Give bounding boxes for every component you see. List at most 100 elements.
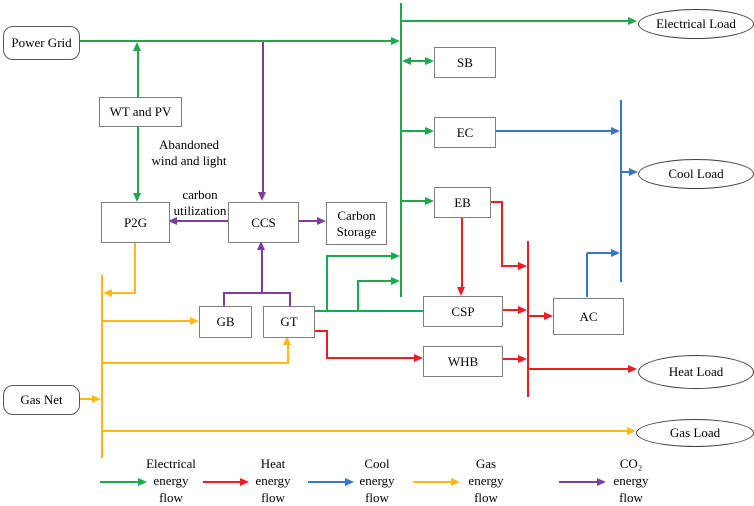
gas-net-to-bus-line xyxy=(78,398,94,400)
electrical-bus-line xyxy=(400,3,402,297)
node-power-grid: Power Grid xyxy=(3,26,80,60)
bus-to-gt-riser xyxy=(287,344,289,364)
legend-co2-arrowhead xyxy=(597,478,606,486)
node-heat-load: Heat Load xyxy=(638,355,754,389)
bus-to-heat-load-arrowhead xyxy=(628,365,637,373)
gt-to-bus-line-1 xyxy=(327,255,392,257)
power-grid-to-bus-line xyxy=(78,40,392,42)
gas-net-to-bus-arrowhead xyxy=(92,395,101,403)
eb-to-bus-arrowhead xyxy=(518,262,527,270)
node-ac: AC xyxy=(553,298,624,335)
wtpv-to-p2g-line xyxy=(137,125,139,194)
grid-line-to-ccs-arrowhead xyxy=(258,192,266,201)
bus-to-cool-load-arrowhead xyxy=(629,168,638,176)
ec-to-bus-arrowhead xyxy=(611,127,620,135)
gt-to-bus-arrowhead-2 xyxy=(391,277,400,285)
node-ccs: CCS xyxy=(228,202,299,243)
abandoned-wind-light-label: Abandoned wind and light xyxy=(151,137,227,168)
bus-to-eb-arrowhead xyxy=(425,197,434,205)
eb-out-line xyxy=(489,201,503,203)
legend-heat-label: Heat energy flow xyxy=(255,456,291,505)
node-carbon-storage: Carbon Storage xyxy=(326,202,387,245)
bus-to-gt-arrowhead xyxy=(283,336,291,345)
bus-to-gas-load-line xyxy=(103,430,627,432)
legend-co2-arrow-line xyxy=(559,481,598,483)
gt-to-bus-riser-2 xyxy=(357,280,359,311)
bus-to-gas-load-arrowhead xyxy=(627,427,636,435)
bus-to-ec-line xyxy=(401,130,426,132)
bus-sb-line xyxy=(408,60,428,62)
node-p2g: P2G xyxy=(101,202,170,243)
bus-to-electrical-load-arrowhead xyxy=(628,17,637,25)
node-electrical-load: Electrical Load xyxy=(638,9,754,39)
gt-to-csp-line xyxy=(313,310,423,312)
node-eb: EB xyxy=(434,187,491,218)
ac-out-riser xyxy=(586,253,588,297)
wtpv-to-p2g-arrowhead xyxy=(133,193,141,202)
node-whb: WHB xyxy=(423,346,503,377)
eb-to-csp-arrowhead xyxy=(457,287,465,296)
ccs-to-carbon-storage-line xyxy=(297,220,318,222)
wtpv-to-grid-arrowhead xyxy=(133,42,141,51)
node-wt-and-pv: WT and PV xyxy=(99,97,182,127)
gt-co2-riser xyxy=(289,292,291,306)
grid-line-to-ccs-line xyxy=(262,42,264,193)
gas-bus-line xyxy=(101,275,103,458)
wtpv-to-grid-line xyxy=(137,47,139,97)
legend-gas-label: Gas energy flow xyxy=(468,456,504,505)
gt-to-whb-line xyxy=(326,357,415,359)
ac-to-bus-line xyxy=(587,252,611,254)
bus-to-gb-arrowhead xyxy=(190,317,199,325)
cool-bus-line xyxy=(620,100,622,282)
gt-to-bus-riser-1 xyxy=(326,255,328,311)
eb-out-riser xyxy=(501,201,503,266)
p2g-out-riser xyxy=(134,241,136,294)
gt-to-whb-arrowhead xyxy=(414,354,423,362)
legend-gas-arrow-line xyxy=(413,481,452,483)
bus-to-ac-arrowhead xyxy=(544,312,553,320)
heat-bus-line xyxy=(527,241,529,397)
legend-co2-label: CO₂ energy flow xyxy=(613,456,649,505)
co2-to-ccs-riser xyxy=(261,248,263,293)
p2g-to-bus-arrowhead xyxy=(103,289,112,297)
gt-to-bus-line-2 xyxy=(358,280,392,282)
power-grid-to-bus-arrowhead xyxy=(391,37,400,45)
ac-to-bus-arrowhead xyxy=(611,249,620,257)
ec-to-bus-line xyxy=(494,130,612,132)
legend-cool-arrow-line xyxy=(308,481,346,483)
gt-heat-out-line xyxy=(313,330,328,332)
carbon-utilization-label: carbon utilization xyxy=(173,187,227,218)
node-gt: GT xyxy=(263,306,315,338)
bus-to-cool-load-line xyxy=(622,171,630,173)
eb-to-bus-line xyxy=(501,265,519,267)
ccs-to-p2g-arrowhead xyxy=(168,217,177,225)
gb-co2-riser xyxy=(223,292,225,306)
legend-gas-arrowhead xyxy=(451,478,460,486)
node-gb: GB xyxy=(199,306,252,338)
bus-to-gb-line xyxy=(103,320,191,322)
legend-cool-label: Cool energy flow xyxy=(359,456,395,505)
legend-electrical-arrowhead xyxy=(138,478,147,486)
node-gas-net: Gas Net xyxy=(3,385,80,415)
node-cool-load: Cool Load xyxy=(638,159,754,189)
csp-to-bus-arrowhead xyxy=(518,306,527,314)
gt-to-bus-arrowhead-1 xyxy=(391,252,400,260)
whb-to-bus-arrowhead xyxy=(518,355,527,363)
co2-to-ccs-arrowhead xyxy=(257,241,265,250)
sb-to-bus-arrowhead xyxy=(402,57,411,65)
bus-to-ac-line xyxy=(529,315,545,317)
node-csp: CSP xyxy=(423,296,503,327)
gb-gt-co2-join-line xyxy=(223,292,291,294)
node-sb: SB xyxy=(434,47,496,78)
legend-electrical-label: Electrical energy flow xyxy=(146,456,196,505)
legend-heat-arrow-line xyxy=(203,481,241,483)
bus-to-electrical-load-line xyxy=(401,20,629,22)
bus-to-gt-line xyxy=(103,362,289,364)
bus-to-ec-arrowhead xyxy=(425,127,434,135)
ccs-to-carbon-storage-arrowhead xyxy=(317,217,326,225)
bus-to-eb-line xyxy=(401,200,426,202)
bus-to-heat-load-line xyxy=(529,368,629,370)
whb-to-bus-line xyxy=(501,358,519,360)
legend-heat-arrowhead xyxy=(240,478,249,486)
